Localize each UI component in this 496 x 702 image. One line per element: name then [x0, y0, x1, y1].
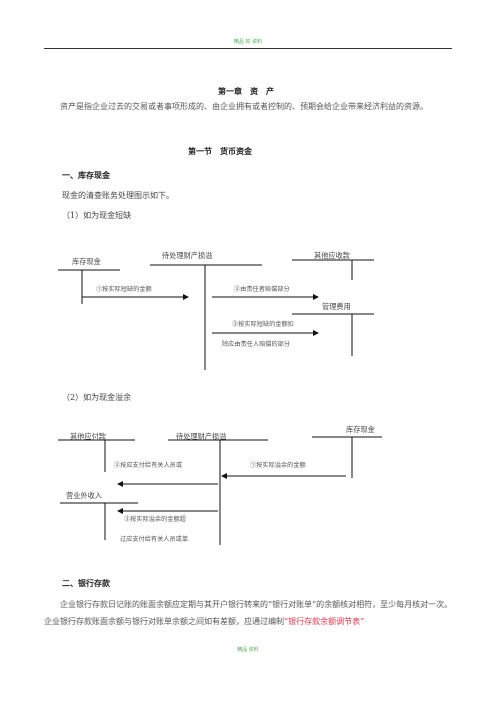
shortage-note-3b: 除应由责任人赔偿的部分 — [222, 341, 291, 348]
account-admin-expenses: 管理费用 — [322, 302, 351, 311]
account-other-receivables: 其他应收款 — [314, 251, 350, 260]
case-shortage-label: （1）如为现金短缺 — [62, 211, 132, 220]
surplus-note-2: ②按应支付给有关人员或 — [114, 462, 183, 469]
bank-reconciliation-highlight: “银行存款余额调节表” — [284, 617, 365, 626]
case-surplus-label: （2）如为现金溢余 — [62, 393, 132, 402]
shortage-note-2: ②由责任者赔偿部分 — [234, 286, 290, 293]
intro-paragraph: 资产是指企业过去的交易或者事项形成的、由企业拥有或者控制的、预期会给企业带来经济… — [60, 102, 428, 111]
surplus-note-3a: ③按实际溢余的金额超 — [124, 516, 186, 523]
cash-intro-text: 现金的清查账务处理图示如下。 — [62, 191, 174, 200]
section-title: 第一节 货币资金 — [188, 146, 252, 156]
account-pending-loss: 待处理财产损溢 — [162, 251, 213, 260]
account-non-operating-income: 营业外收入 — [66, 491, 102, 500]
surplus-note-1: ①按实际溢余的金额 — [250, 462, 306, 469]
page-footer-text: 精品 资料 — [237, 647, 259, 653]
chapter-title: 第一章 资 产 — [218, 86, 274, 96]
page-header-text: 精品 好 资料 — [233, 39, 263, 45]
shortage-note-1: ①按实际短缺的金额 — [96, 286, 152, 293]
header-divider — [44, 48, 452, 49]
bank-paragraph-text: 企业银行存款日记账的账面余额应定期与其开户银行转来的“银行对账单”的余额核对相符… — [44, 600, 453, 626]
surplus-note-3b: 过应支付给有关人员或单 — [120, 536, 189, 543]
subsection-title-bank: 二、银行存款 — [62, 578, 110, 588]
shortage-note-3a: ③按实际短缺的金额扣 — [232, 321, 294, 328]
account-cash-on-hand-2: 库存现金 — [346, 425, 375, 434]
account-other-payables: 其他应付款 — [70, 432, 106, 441]
bank-paragraph: 企业银行存款日记账的账面余额应定期与其开户银行转来的“银行对账单”的余额核对相符… — [44, 596, 454, 630]
account-pending-loss-2: 待处理财产损溢 — [176, 432, 227, 441]
account-cash-on-hand: 库存现金 — [72, 257, 101, 266]
subsection-title-cash: 一、库存现金 — [62, 170, 110, 180]
